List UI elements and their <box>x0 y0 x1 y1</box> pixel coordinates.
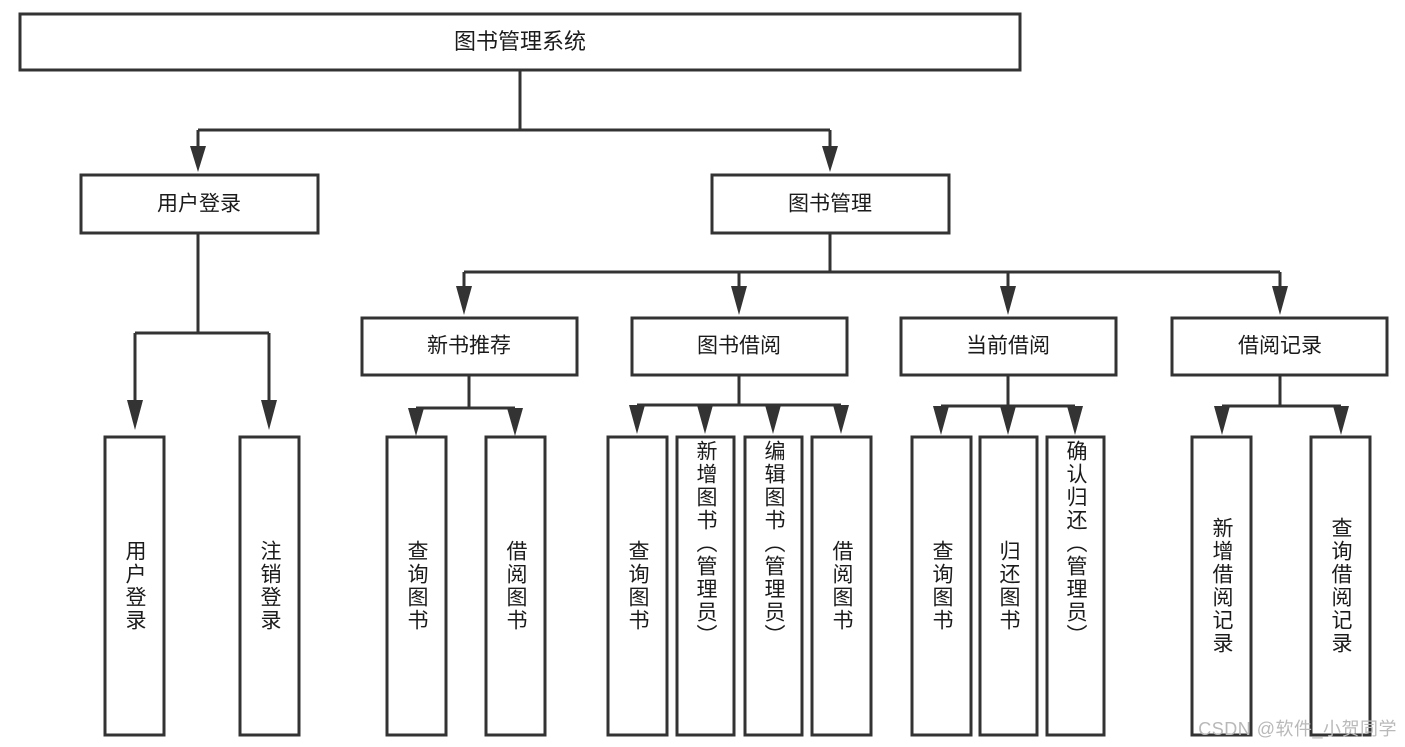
arrowhead-leaf-user-logout <box>261 400 277 430</box>
arrowhead-leaf-borrow-book-2 <box>833 405 849 434</box>
arrowhead-book-borrow <box>731 286 747 315</box>
node-book-borrow[interactable]: 图书借阅 <box>630 316 849 377</box>
watermark-text: CSDN @软件_小贺同学 <box>1198 719 1397 739</box>
leaf-box-return-book[interactable] <box>978 435 1039 737</box>
connector-group-borrow-record <box>1214 375 1349 435</box>
arrowhead-new-book-recommend <box>456 286 472 315</box>
node-new-book-recommend-label: 新书推荐 <box>427 335 511 358</box>
node-book-manage-box[interactable] <box>710 173 951 235</box>
connector-group-current-borrow <box>933 375 1083 435</box>
leaf-box-query-record[interactable] <box>1309 435 1372 737</box>
arrowhead-borrow-record <box>1272 286 1288 315</box>
node-user-login-label: 用户登录 <box>157 193 241 216</box>
node-root-label: 图书管理系统 <box>454 29 586 54</box>
leaf-box-confirm-return[interactable] <box>1045 435 1106 737</box>
leaf-box-user-logout[interactable] <box>238 435 301 737</box>
node-book-borrow-label: 图书借阅 <box>697 335 781 358</box>
leaf-box-edit-book[interactable] <box>743 435 804 737</box>
leaf-box-query-book-2[interactable] <box>606 435 669 737</box>
leaf-box-add-record[interactable] <box>1190 435 1253 737</box>
leaf-box-add-book[interactable] <box>675 435 736 737</box>
node-borrow-record-label: 借阅记录 <box>1238 335 1322 358</box>
node-book-manage-label: 图书管理 <box>788 193 872 216</box>
node-new-book-recommend-box[interactable] <box>360 316 579 377</box>
node-current-borrow-box[interactable] <box>899 316 1118 377</box>
leaf-box-query-book-3[interactable] <box>910 435 973 737</box>
node-book-borrow-box[interactable] <box>630 316 849 377</box>
node-book-manage[interactable]: 图书管理 <box>710 173 951 235</box>
node-borrow-record-box[interactable] <box>1170 316 1389 377</box>
arrowhead-current-borrow <box>1000 286 1016 315</box>
arrowhead-user-login <box>190 146 206 172</box>
connector-group-new-book-recommend <box>408 375 523 436</box>
leaf-box-borrow-book-2[interactable] <box>810 435 873 737</box>
arrowhead-leaf-query-book-3 <box>933 406 949 435</box>
leaf-box-query-book-1[interactable] <box>385 435 448 737</box>
arrowhead-leaf-return-book <box>1000 406 1016 435</box>
node-new-book-recommend[interactable]: 新书推荐 <box>360 316 579 377</box>
connector-group-root <box>190 70 838 172</box>
arrowhead-leaf-borrow-book-1 <box>507 408 523 436</box>
node-root[interactable]: 图书管理系统 <box>18 12 1022 72</box>
node-current-borrow-label: 当前借阅 <box>966 335 1050 358</box>
arrowhead-leaf-add-record <box>1214 406 1230 435</box>
node-user-login-box[interactable] <box>79 173 320 235</box>
connector-group-user-login <box>127 233 277 430</box>
node-current-borrow[interactable]: 当前借阅 <box>899 316 1118 377</box>
arrowhead-leaf-add-book <box>697 405 713 434</box>
arrowhead-leaf-confirm-return <box>1067 406 1083 435</box>
connector-group-book-borrow <box>629 375 849 434</box>
arrowhead-leaf-query-book-1 <box>408 408 424 436</box>
node-root-box[interactable] <box>18 12 1022 72</box>
arrowhead-leaf-query-book-2 <box>629 405 645 434</box>
arrowhead-book-manage <box>822 146 838 172</box>
leaf-box-borrow-book-1[interactable] <box>484 435 547 737</box>
arrowhead-leaf-edit-book <box>765 405 781 434</box>
connector-group-book-manage <box>456 233 1288 315</box>
arrowhead-leaf-user-login <box>127 400 143 430</box>
arrowhead-leaf-query-record <box>1333 406 1349 435</box>
leaf-boxes <box>103 435 1372 737</box>
node-borrow-record[interactable]: 借阅记录 <box>1170 316 1389 377</box>
leaf-box-user-login[interactable] <box>103 435 166 737</box>
node-user-login[interactable]: 用户登录 <box>79 173 320 235</box>
